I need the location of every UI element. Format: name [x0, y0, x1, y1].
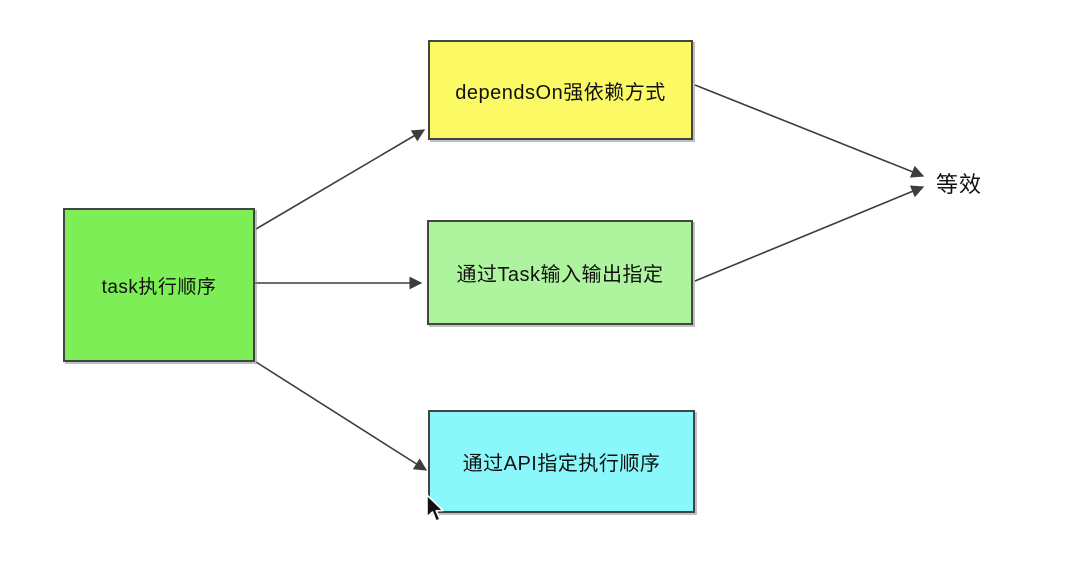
node-dependson-label: dependsOn强依赖方式: [455, 81, 666, 104]
edge-root-to-api: [255, 361, 428, 471]
node-api-label: 通过API指定执行顺序: [462, 453, 661, 475]
node-task-io-label: 通过Task输入输出指定: [456, 264, 664, 286]
edge-root-to-dependson: [255, 129, 426, 230]
edge-dependson-to-equivalence: [694, 84, 925, 178]
node-task-execution-order: task执行顺序: [63, 208, 255, 362]
node-task-input-output: 通过Task输入输出指定: [427, 220, 693, 325]
node-dependson-strong-dependency: dependsOn强依赖方式: [428, 40, 693, 140]
equivalence-label: 等效: [936, 172, 983, 197]
node-task-execution-order-label: task执行顺序: [101, 276, 217, 298]
node-api-specified-order: 通过API指定执行顺序: [428, 410, 695, 513]
edge-task-io-to-equivalence: [694, 185, 925, 282]
